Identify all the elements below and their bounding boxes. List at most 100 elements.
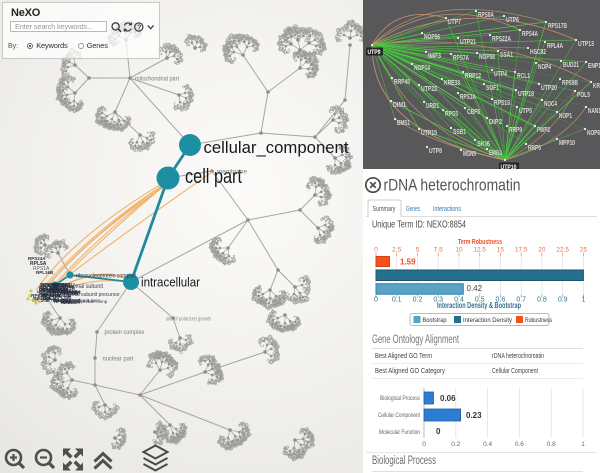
svg-text:UTP18: UTP18 [518,91,534,98]
svg-text:RPS22A: RPS22A [492,36,511,43]
svg-text:NOP1: NOP1 [559,113,572,120]
svg-text:Cellular Component: Cellular Component [378,412,420,419]
svg-text:RPL40A: RPL40A [50,282,68,287]
svg-text:RPL9A: RPL9A [65,290,81,296]
svg-text:0.42: 0.42 [467,284,483,293]
svg-text:RPS21A: RPS21A [42,292,61,297]
svg-text:UTP4: UTP4 [494,71,507,78]
svg-text:mitochondrial part: mitochondrial part [135,76,179,83]
svg-text:UTP7: UTP7 [448,19,461,26]
svg-text:MSN5: MSN5 [463,151,476,158]
svg-text:RPS25A: RPS25A [51,289,70,294]
svg-text:RPL21A: RPL21A [61,300,80,306]
svg-text:Interactions: Interactions [433,206,461,213]
svg-text:SSA1: SSA1 [500,52,513,59]
svg-text:0.2: 0.2 [413,297,423,304]
svg-text:IMP3: IMP3 [428,53,441,60]
svg-text:URB1: URB1 [426,103,439,110]
svg-text:RPL37A: RPL37A [58,282,77,288]
svg-text:RPL17A: RPL17A [33,296,51,301]
svg-text:0: 0 [436,427,441,436]
svg-text:KRR1: KRR1 [593,83,600,90]
svg-text:Molecular Function: Molecular Function [379,429,420,436]
svg-text:RPL34B: RPL34B [55,295,71,300]
svg-text:0.4: 0.4 [454,297,464,304]
svg-text:RPL26A: RPL26A [53,298,71,303]
svg-text:RPL5A: RPL5A [53,283,66,288]
svg-text:1: 1 [581,297,585,304]
svg-text:NOP7: NOP7 [62,300,75,305]
svg-text:15: 15 [497,247,505,254]
svg-text:cellular_component: cellular_component [204,138,349,157]
svg-text:BUD21: BUD21 [563,62,579,69]
svg-text:KRE33: KRE33 [444,80,460,87]
svg-text:RPS7B: RPS7B [54,283,71,289]
svg-text:RPL6A: RPL6A [41,283,58,289]
svg-text:RPL42B: RPL42B [53,293,72,299]
svg-text:EMG1: EMG1 [489,150,502,157]
svg-text:25: 25 [580,247,588,254]
svg-text:20: 20 [538,247,546,254]
svg-text:RPL19B: RPL19B [51,287,69,292]
svg-text:RRP45: RRP45 [394,79,410,86]
svg-text:Term Robustness: Term Robustness [458,237,502,246]
svg-text:Biological Process: Biological Process [372,455,436,467]
svg-text:0: 0 [422,441,426,448]
svg-text:RPS9B: RPS9B [562,80,578,87]
svg-text:RPL23A: RPL23A [39,289,57,294]
svg-text:membrane: membrane [217,169,247,176]
svg-text:0.8: 0.8 [537,297,547,304]
svg-text:SKI6: SKI6 [477,141,490,148]
svg-text:RPL33A: RPL33A [51,288,69,293]
svg-text:RPS26B: RPS26B [49,286,68,291]
svg-text:ribosomal subunit: ribosomal subunit [61,284,103,290]
svg-text:RPS27B: RPS27B [43,293,61,298]
svg-text:RPL5A: RPL5A [30,261,47,267]
svg-text:?: ? [137,24,141,31]
svg-text:UTP13: UTP13 [578,41,594,48]
svg-text:CBF5: CBF5 [467,109,480,116]
svg-text:RPL35B: RPL35B [32,298,49,303]
svg-text:RLP24: RLP24 [41,283,56,289]
svg-text:rDNA heterochromatin: rDNA heterochromatin [492,351,544,360]
svg-text:PWP2: PWP2 [537,127,550,134]
svg-text:ribosomal subunit prec: ribosomal subunit prec [51,298,101,304]
svg-text:0.5: 0.5 [475,297,485,304]
svg-text:RPS23B: RPS23B [40,283,60,289]
svg-text:RPL16B: RPL16B [36,270,54,275]
svg-text:RPS5: RPS5 [62,284,74,289]
svg-text:RPS20: RPS20 [64,291,79,296]
svg-text:0.6: 0.6 [515,441,524,448]
svg-text:NOP6: NOP6 [587,130,600,137]
svg-text:RPS24A: RPS24A [60,291,79,297]
svg-text:17.5: 17.5 [515,247,528,254]
svg-text:RPS5: RPS5 [445,111,458,118]
svg-text:RPS13: RPS13 [494,100,510,107]
svg-text:ENP1: ENP1 [588,63,600,70]
svg-text:60S LSU: 60S LSU [39,287,60,293]
svg-text:protein complex: protein complex [105,329,146,336]
svg-text:NOP14: NOP14 [414,65,430,72]
svg-text:Best Aligned GO Term: Best Aligned GO Term [375,351,432,360]
svg-text:RPS8A: RPS8A [478,12,494,19]
svg-text:0.06: 0.06 [440,394,456,403]
svg-text:HSC82: HSC82 [530,49,546,56]
svg-text:cytosolic ribosome: cytosolic ribosome [37,289,81,295]
svg-text:intracellular: intracellular [141,275,201,290]
svg-text:NOP56: NOP56 [424,34,440,41]
svg-text:0.6: 0.6 [496,297,506,304]
svg-text:7.5: 7.5 [434,247,443,254]
svg-text:Bootstrap: Bootstrap [423,317,447,324]
svg-text:MPP10: MPP10 [559,140,575,147]
svg-text:RPS18A: RPS18A [56,298,75,304]
svg-text:Cellular Component: Cellular Component [492,366,539,375]
svg-text:RPL11B: RPL11B [42,287,60,292]
svg-text:10: 10 [455,247,463,254]
svg-text:0.23: 0.23 [466,411,482,420]
svg-text:UTP5: UTP5 [519,108,532,115]
svg-text:NOP58: NOP58 [479,54,495,61]
svg-text:DIM1: DIM1 [393,102,406,109]
svg-text:RPS4A: RPS4A [522,31,538,38]
svg-text:NOC4: NOC4 [544,101,557,108]
svg-text:0.7: 0.7 [516,297,526,304]
